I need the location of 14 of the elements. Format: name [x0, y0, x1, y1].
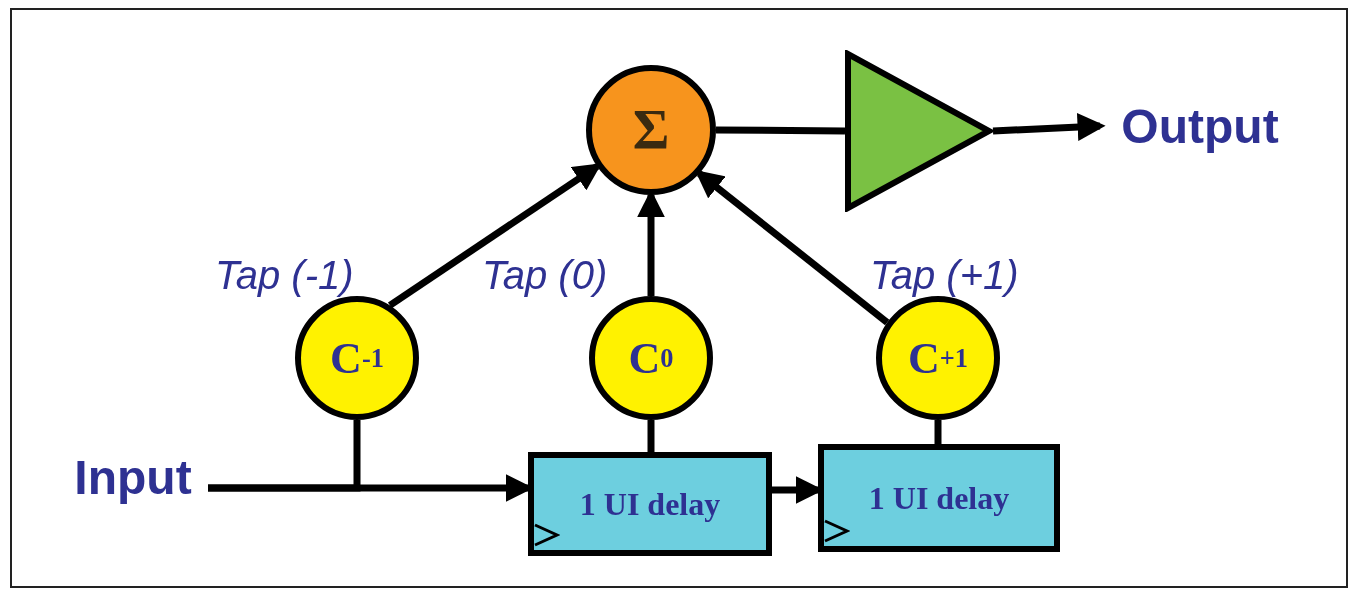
- delay-text: 1 UI delay: [579, 485, 721, 523]
- input-label: Input: [58, 446, 208, 508]
- output-label: Output: [1100, 95, 1300, 157]
- connector-line: [934, 420, 942, 444]
- connector-line: [715, 126, 846, 135]
- arrow: [387, 163, 602, 309]
- arrow: [992, 113, 1106, 142]
- amplifier-triangle: [845, 50, 993, 212]
- delay-box: [528, 452, 772, 556]
- connector-line: [647, 420, 655, 452]
- summing-node: Σ: [586, 65, 716, 195]
- arrow: [694, 170, 890, 326]
- delay-box: [818, 444, 1060, 552]
- delay-text: 1 UI delay: [868, 479, 1010, 517]
